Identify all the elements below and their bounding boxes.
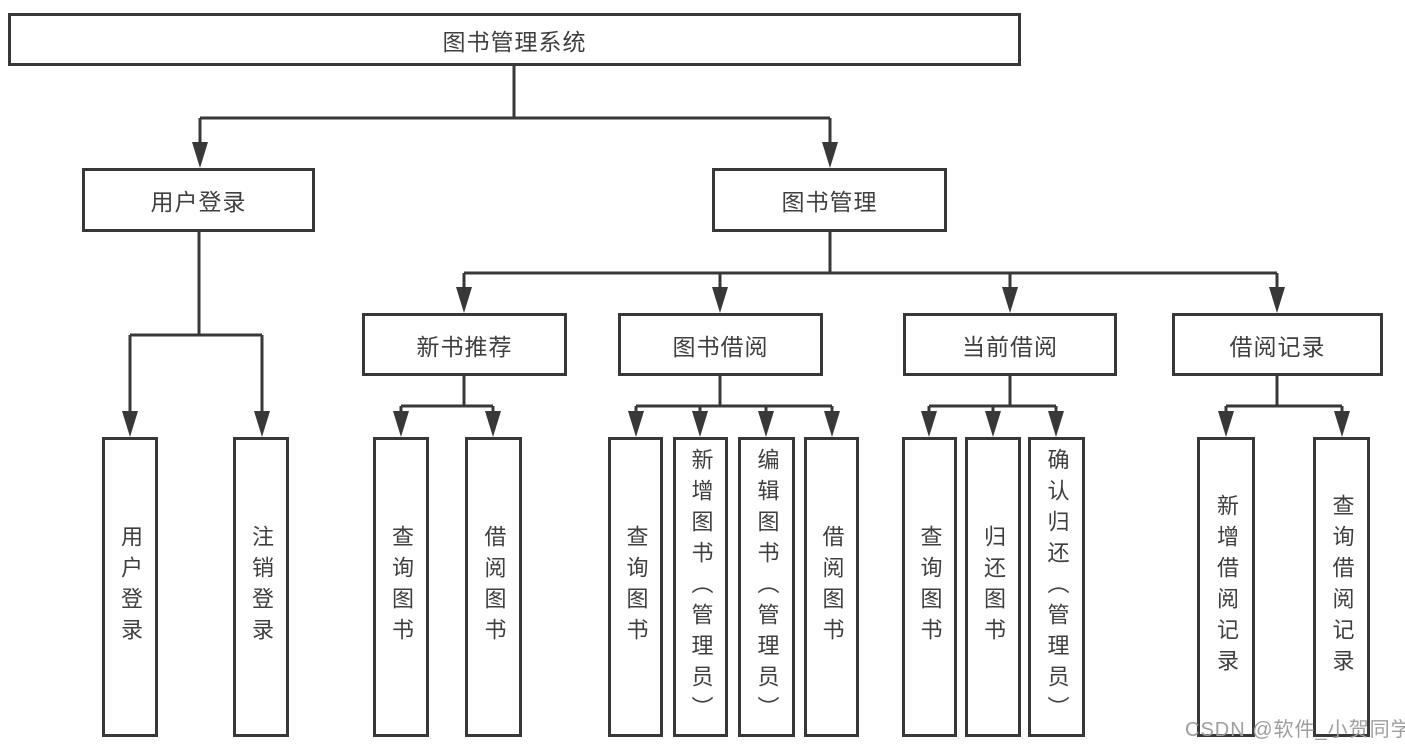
leaf-return-books: 归还图书: [965, 437, 1021, 737]
node-book-borrow: 图书借阅: [618, 313, 823, 376]
leaf-add-borrow-record: 新增借阅记录: [1197, 437, 1255, 737]
leaf-borrow-books-newbook: 借阅图书: [465, 437, 522, 737]
node-book-borrow-label: 图书借阅: [672, 333, 769, 360]
leaf-add-borrow-record-label: 新增借阅记录: [1214, 494, 1239, 680]
csdn-watermark: CSDN @软件_小贺同学: [1185, 719, 1405, 741]
leaf-user-login: 用户登录: [102, 437, 158, 737]
leaf-query-books-newbook-label: 查询图书: [389, 525, 414, 649]
node-book-management: 图书管理: [712, 168, 947, 232]
leaf-return-books-label: 归还图书: [981, 525, 1006, 649]
node-new-book-recommend: 新书推荐: [362, 313, 567, 376]
node-user-login-label: 用户登录: [150, 189, 247, 215]
leaf-query-books-borrow: 查询图书: [608, 437, 663, 737]
node-current-borrow-label: 当前借阅: [962, 333, 1058, 360]
node-new-book-recommend-label: 新书推荐: [416, 333, 513, 360]
node-borrow-records: 借阅记录: [1172, 313, 1383, 376]
leaf-edit-books-admin-label: 编辑图书（管理员）: [754, 447, 780, 727]
node-borrow-records-label: 借阅记录: [1229, 333, 1326, 360]
connector-shafts: [128, 66, 1344, 415]
leaf-query-borrow-record-label: 查询借阅记录: [1329, 494, 1355, 680]
node-root-label: 图书管理系统: [442, 28, 587, 55]
leaf-confirm-return-admin-label: 确认归还（管理员）: [1044, 447, 1070, 727]
node-user-login: 用户登录: [82, 168, 315, 232]
leaf-logout: 注销登录: [233, 437, 289, 737]
node-current-borrow: 当前借阅: [903, 313, 1117, 376]
leaf-user-login-label: 用户登录: [118, 525, 143, 649]
leaf-borrow-books-label: 借阅图书: [819, 525, 845, 649]
leaf-borrow-books-newbook-label: 借阅图书: [481, 525, 507, 649]
arrowheads: [122, 142, 1350, 437]
leaf-query-books-borrow-label: 查询图书: [623, 525, 649, 649]
leaf-confirm-return-admin: 确认归还（管理员）: [1028, 437, 1085, 737]
leaf-query-books-current-label: 查询图书: [917, 525, 943, 649]
leaf-query-books-current: 查询图书: [902, 437, 957, 737]
leaf-query-books-newbook: 查询图书: [373, 437, 429, 737]
leaf-borrow-books: 借阅图书: [804, 437, 859, 737]
leaf-logout-label: 注销登录: [249, 525, 274, 649]
node-book-management-label: 图书管理: [781, 189, 878, 215]
leaf-add-books-admin-label: 新增图书（管理员）: [688, 447, 714, 727]
leaf-add-books-admin: 新增图书（管理员）: [673, 437, 728, 737]
leaf-edit-books-admin: 编辑图书（管理员）: [738, 437, 795, 737]
leaf-query-borrow-record: 查询借阅记录: [1313, 437, 1370, 737]
node-root-system: 图书管理系统: [8, 13, 1021, 66]
